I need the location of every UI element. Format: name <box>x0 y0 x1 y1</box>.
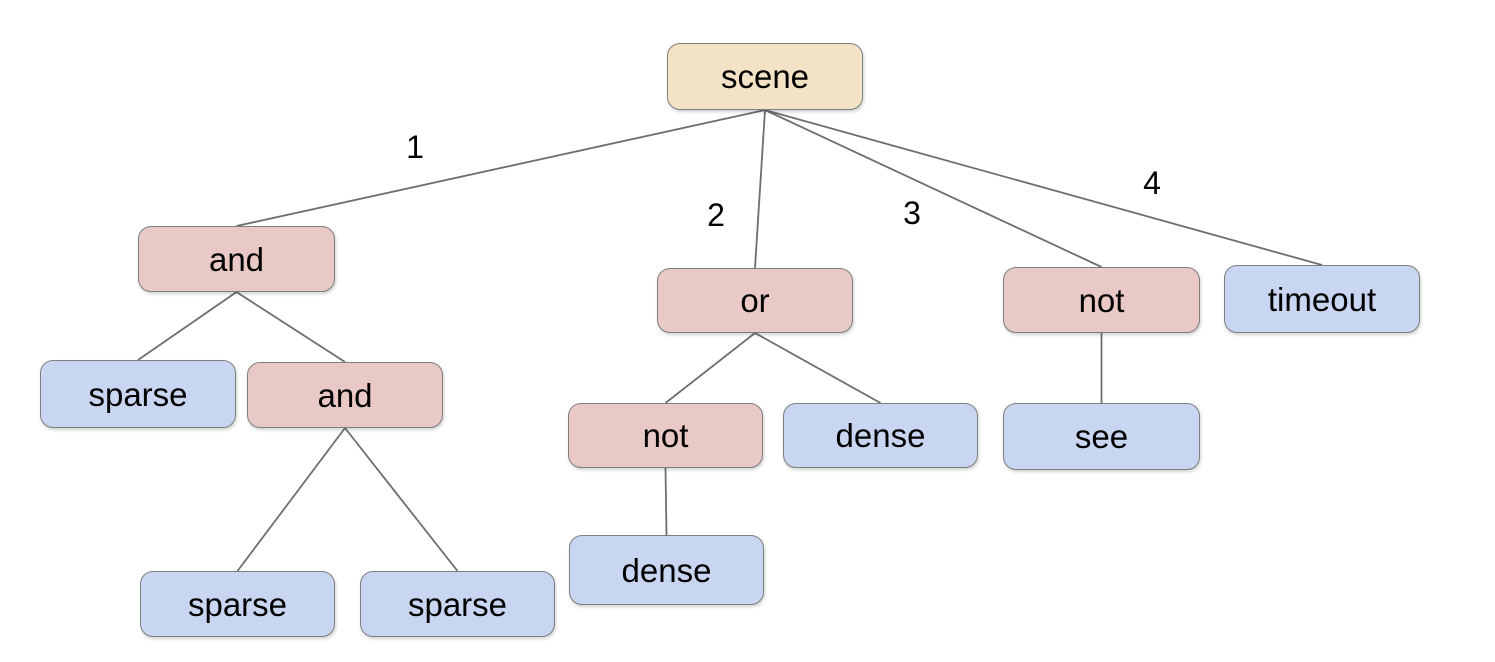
edge-or1-dense1 <box>754 332 881 404</box>
node-dense1: dense <box>783 403 978 468</box>
edge-label-4: 4 <box>1143 165 1161 201</box>
edge-not2-dense2 <box>664 467 668 536</box>
edge-label-3: 3 <box>903 195 921 231</box>
edge-scene-timeout1 <box>764 109 1323 266</box>
node-label-timeout1: timeout <box>1267 280 1377 318</box>
edge-and1-and2 <box>236 291 346 363</box>
edge-label-1: 1 <box>406 129 424 165</box>
node-label-see1: see <box>1074 418 1129 455</box>
edge-or1-not2 <box>664 332 756 404</box>
node-label-sparse3: sparse <box>407 585 508 623</box>
node-sparse3: sparse <box>360 571 555 637</box>
node-not1: not <box>1003 267 1200 333</box>
node-label-not1: not <box>1078 281 1125 319</box>
node-and1: and <box>138 226 335 292</box>
edge-scene-or1 <box>754 109 766 269</box>
node-timeout1: timeout <box>1224 265 1420 333</box>
node-sparse2: sparse <box>140 571 335 637</box>
node-label-dense1: dense <box>835 417 926 454</box>
node-label-sparse2: sparse <box>187 585 288 623</box>
edge-scene-not1 <box>764 109 1102 268</box>
node-label-and1: and <box>208 240 265 278</box>
edge-label-2: 2 <box>707 197 725 233</box>
node-and2: and <box>247 362 443 428</box>
node-sparse1: sparse <box>40 360 236 428</box>
node-see1: see <box>1003 403 1200 470</box>
node-or1: or <box>657 268 853 333</box>
node-label-and2: and <box>317 376 373 414</box>
node-label-or1: or <box>740 282 770 319</box>
edge-and1-sparse1 <box>137 291 238 361</box>
edge-and2-sparse2 <box>236 427 346 572</box>
edge-and2-sparse3 <box>344 427 459 572</box>
node-label-not2: not <box>642 417 689 454</box>
node-not2: not <box>568 403 763 468</box>
node-label-dense2: dense <box>621 551 712 589</box>
node-dense2: dense <box>569 535 764 605</box>
edge-scene-and1 <box>236 109 766 227</box>
node-label-sparse1: sparse <box>88 375 188 413</box>
node-scene: scene <box>667 43 863 110</box>
node-label-scene: scene <box>720 58 810 95</box>
